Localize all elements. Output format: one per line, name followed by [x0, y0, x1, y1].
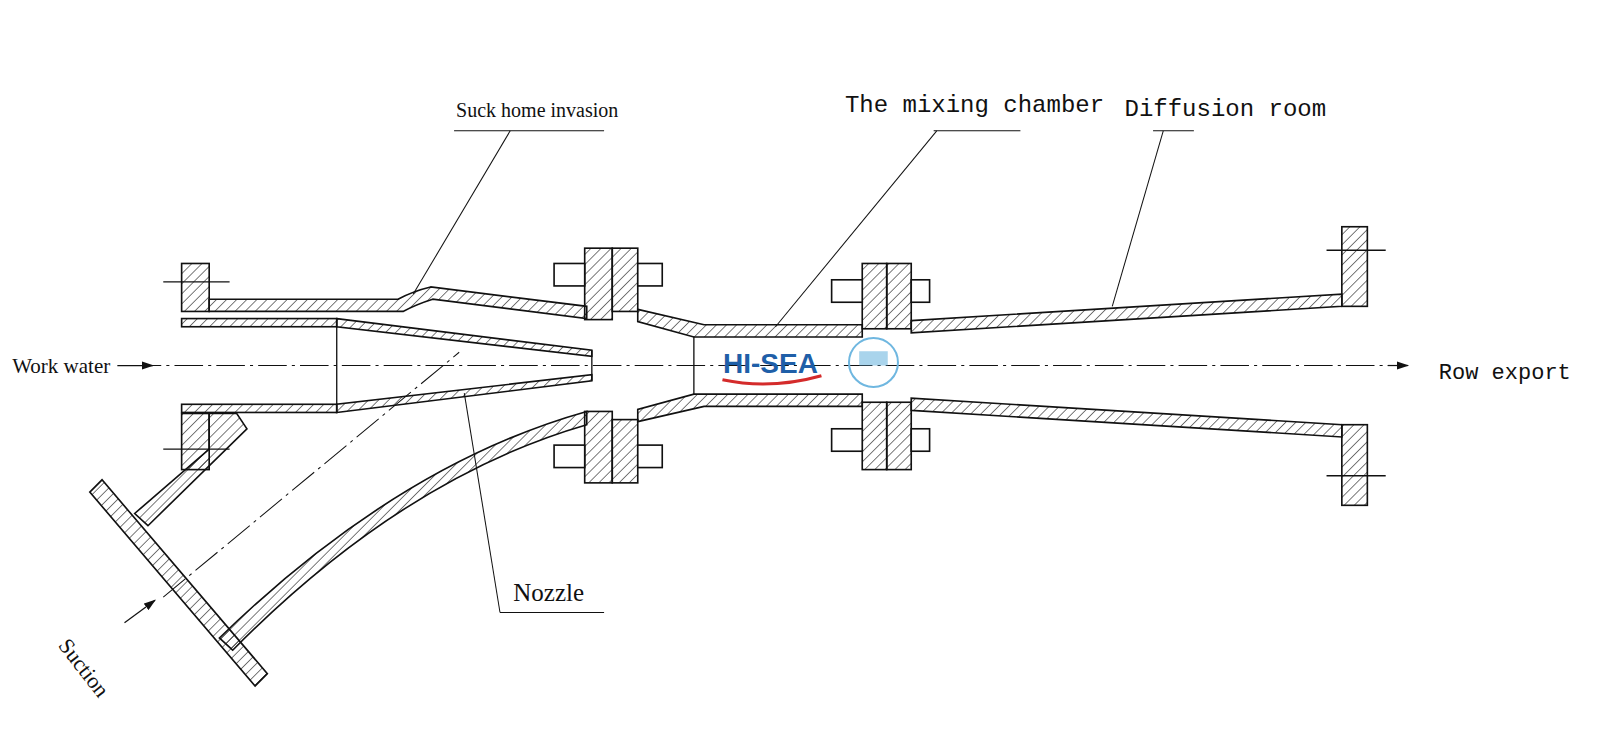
- suction-flange: [90, 480, 268, 686]
- flange: [585, 248, 613, 319]
- inlet-flange: [182, 263, 210, 311]
- flange: [612, 248, 638, 311]
- diffuser-wall: [911, 398, 1342, 437]
- logo-seal: [859, 351, 888, 365]
- flange: [887, 402, 911, 469]
- tick: [163, 449, 229, 450]
- outlet-arrow: [1388, 365, 1408, 366]
- nut: [832, 280, 863, 302]
- nut: [911, 280, 929, 302]
- tick: [1327, 250, 1386, 251]
- pump-walls: [90, 227, 1368, 686]
- leader: [454, 130, 604, 131]
- flange: [862, 402, 886, 469]
- nut: [554, 445, 585, 467]
- part-label: Suction: [54, 635, 113, 702]
- body-wall: [219, 411, 586, 650]
- nut: [638, 263, 662, 285]
- logo: [722, 338, 898, 387]
- mixing-wall: [638, 309, 862, 337]
- diffuser-wall: [911, 294, 1342, 333]
- part-label: The mixing chamber: [845, 94, 1104, 118]
- outlet-flange: [1342, 227, 1368, 307]
- inlet-arrow: [117, 365, 153, 366]
- part-label: Nozzle: [513, 580, 584, 605]
- flange: [585, 411, 613, 482]
- flange: [862, 263, 886, 328]
- part-label: Work water: [12, 356, 110, 377]
- nozzle-tip: [591, 350, 592, 381]
- detail-lines: [163, 250, 1385, 476]
- leader-lines: [413, 131, 1194, 613]
- nut: [554, 263, 585, 285]
- mixing-wall: [638, 394, 862, 422]
- suction-arrow: [124, 600, 155, 622]
- body-wall: [209, 287, 587, 319]
- logo-seal: [849, 338, 898, 387]
- leader: [1112, 131, 1163, 307]
- body-wall: [135, 413, 247, 525]
- part-label: Suck home invasion: [456, 100, 618, 120]
- nozzle-wall: [337, 319, 592, 357]
- nozzle-wall: [182, 404, 337, 412]
- part-label: Row export: [1439, 363, 1571, 385]
- suction-axis: [163, 352, 459, 597]
- nut: [638, 445, 662, 467]
- leader: [934, 130, 1021, 131]
- nut: [832, 429, 863, 451]
- outlet-flange: [1342, 425, 1368, 506]
- part-label: Diffusion room: [1124, 98, 1326, 122]
- watermark: HI-SEA: [723, 350, 818, 378]
- leader: [776, 131, 937, 327]
- leader: [413, 131, 510, 294]
- nozzle-wall: [182, 319, 337, 327]
- tick: [163, 281, 229, 282]
- tick: [1327, 475, 1386, 476]
- flange: [887, 263, 911, 328]
- leader: [464, 393, 500, 612]
- leader: [1153, 130, 1194, 131]
- nut: [911, 429, 929, 451]
- flange: [612, 420, 638, 483]
- arrows: [117, 366, 1408, 623]
- centerlines: [133, 352, 1404, 597]
- leader: [500, 612, 604, 613]
